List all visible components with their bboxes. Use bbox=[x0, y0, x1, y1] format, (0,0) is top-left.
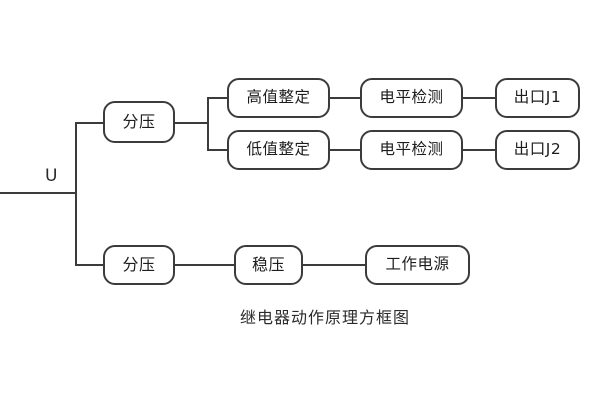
node-label: 工作电源 bbox=[385, 255, 450, 274]
node-label: 分压 bbox=[122, 112, 156, 131]
node-work-supply[interactable]: 工作电源 bbox=[365, 245, 470, 285]
diagram-caption: 继电器动作原理方框图 bbox=[240, 308, 411, 327]
input-voltage-label: U bbox=[45, 166, 58, 186]
node-level-detect-2[interactable]: 电平检测 bbox=[360, 130, 463, 170]
node-label: 出口J1 bbox=[513, 88, 562, 107]
node-output-j2[interactable]: 出口J2 bbox=[495, 130, 580, 170]
node-divider-bottom[interactable]: 分压 bbox=[103, 245, 175, 285]
node-label: 低值整定 bbox=[246, 140, 311, 159]
node-label: 分压 bbox=[122, 255, 156, 274]
node-label: 出口J2 bbox=[513, 140, 562, 159]
node-output-j1[interactable]: 出口J1 bbox=[495, 78, 580, 118]
node-regulator[interactable]: 稳压 bbox=[234, 245, 303, 285]
node-high-set[interactable]: 高值整定 bbox=[227, 78, 330, 118]
node-level-detect-1[interactable]: 电平检测 bbox=[360, 78, 463, 118]
node-label: 电平检测 bbox=[379, 88, 444, 107]
node-divider-top[interactable]: 分压 bbox=[103, 101, 175, 143]
node-label: 电平检测 bbox=[379, 140, 444, 159]
node-label: 高值整定 bbox=[246, 88, 311, 107]
node-label: 稳压 bbox=[251, 255, 285, 274]
node-low-set[interactable]: 低值整定 bbox=[227, 130, 330, 170]
